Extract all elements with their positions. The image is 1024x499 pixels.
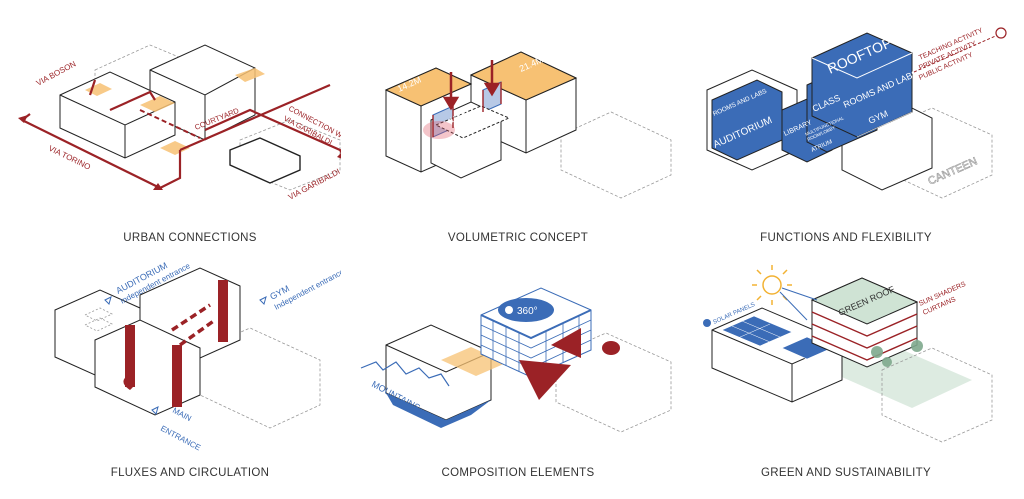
green-sustainability-diagram: SOLAR PANELS GREEN ROOF SUN SHADERS CURT… <box>703 265 993 443</box>
green-roof <box>810 277 919 325</box>
view-360-badge <box>498 298 554 322</box>
courtyard-block <box>229 137 301 184</box>
caption-urban-connections: URBAN CONNECTIONS <box>123 232 257 244</box>
caption-functions-flexibility: FUNCTIONS AND FLEXIBILITY <box>760 232 932 244</box>
composition-elements-diagram: 360° MOUNTAINS <box>360 287 672 433</box>
fluxes-circulation-diagram: AUDITORIUM Independent entrance GYM Inde… <box>54 260 341 453</box>
label-via-torino: VIA TORINO <box>47 144 92 172</box>
caption-composition-elements: COMPOSITION ELEMENTS <box>441 467 595 479</box>
activity-legend: TEACHING ACTIVITY PRIVATE ACTIVITY PUBLI… <box>913 27 1007 82</box>
functions-flexibility-diagram: ROOFTOP ROOMS AND LABS CLASS GYM ROOMS A… <box>706 27 1007 199</box>
caption-volumetric-concept: VOLUMETRIC CONCEPT <box>447 232 589 244</box>
function-canteen: CANTEEN <box>926 155 979 187</box>
urban-connections-diagram: VIA BOSON VIA TORINO COURTYARD CONNECTIO… <box>18 44 341 202</box>
flux-main-2: ENTRANCE <box>159 424 202 453</box>
caption-fluxes-circulation: FLUXES AND CIRCULATION <box>110 467 270 479</box>
label-via-boson: VIA BOSON <box>35 59 78 88</box>
sun-icon <box>752 265 792 305</box>
solar-info-icon <box>703 319 711 327</box>
flux-main-1: MAIN <box>171 406 193 423</box>
label-360: 360° <box>517 306 538 317</box>
volumetric-concept-diagram: 14.2M 17.8M 21.4M <box>384 51 672 199</box>
caption-green-sustainability: GREEN AND SUSTAINABILITY <box>761 467 931 479</box>
